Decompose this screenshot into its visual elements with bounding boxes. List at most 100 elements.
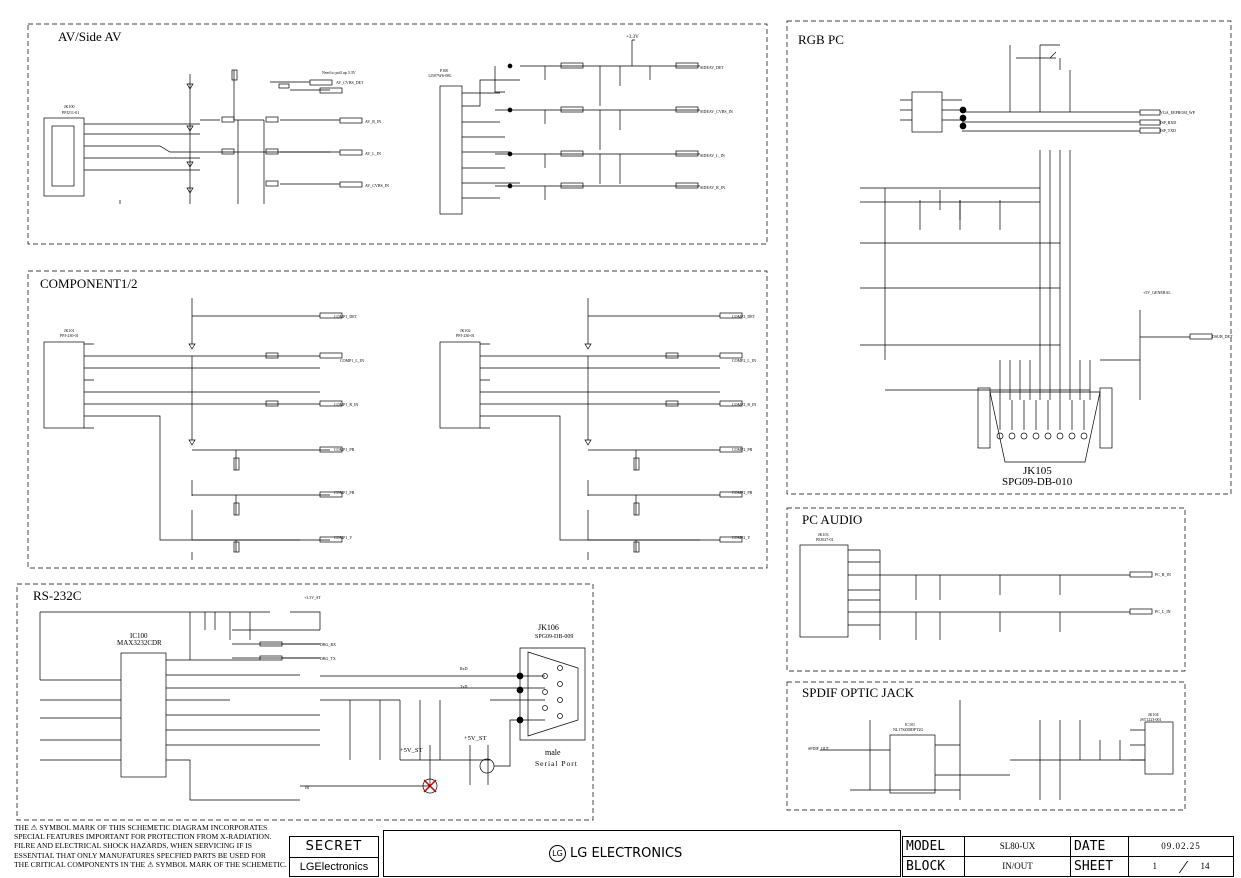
net-spdif-out: SPDIF_OUT (808, 746, 830, 751)
jk103-ref: JK103 (818, 532, 828, 537)
rail-5v-st-a: +5V_ST (400, 747, 422, 754)
jk102-part: PPJ-230-01 (456, 333, 475, 338)
block-label: BLOCK (903, 857, 965, 876)
jk100-jack (43, 117, 85, 197)
jk105-part: SPG09-DB-010 (1002, 476, 1073, 488)
rgb-section-title: RGB PC (798, 32, 844, 47)
p100-connector (439, 85, 463, 215)
net-rxd: RxD (460, 666, 468, 671)
net-comp1-pb: COMP1_PB (334, 490, 355, 495)
net-av-l-in: AV_L_IN (365, 151, 381, 156)
ic100-part: MAX3232CDR (117, 639, 162, 647)
net-comp2-r-in: COMP2_R_IN (732, 402, 756, 407)
net-pc-r-in: PC_R_IN (1155, 572, 1171, 577)
net-sideav-cvbs-in: SIDEAV_CVBS_IN (700, 109, 733, 114)
lg-logo-text: LG ELECTRONICS (570, 846, 683, 861)
net-txd: TxD (460, 684, 467, 689)
net-dsub-det: DSUB_DET (1212, 334, 1233, 339)
net-sideav-r-in: SIDEAV_R_IN (700, 185, 725, 190)
spdif-section-frame (786, 681, 1186, 811)
secret-stamp: SECRET LGElectronics (289, 836, 379, 877)
lg-logo: LG LG ELECTRONICS (549, 845, 682, 863)
warning-line-2: SPECIAL FEATURES IMPORTANT FOR PROTECTIO… (14, 832, 272, 842)
jk104-optic (1144, 721, 1174, 775)
model-label: MODEL (903, 837, 965, 857)
net-isp-rxd: ISP_RXD (1160, 120, 1176, 125)
net-comp2-det: COMP2_DET (732, 314, 756, 319)
jk105-dsub-body (989, 391, 1101, 463)
jk100-part: PPJ211-01 (62, 110, 79, 115)
net-av-r-in: AV_R_IN (365, 119, 381, 124)
rail-3v3-st: +3.3V_ST (304, 595, 321, 600)
jk106-ref: JK106 (538, 623, 559, 632)
jk100-jack-inner (51, 125, 75, 187)
net-comp2-pb: COMP2_PB (732, 490, 753, 495)
ic101-ref: IC101 (905, 722, 915, 727)
jk101-part: PPJ-230-01 (60, 333, 79, 338)
date-value: 09.02.25 (1129, 837, 1233, 857)
ic100-max3232 (120, 652, 167, 778)
net-sideav-l-in: SIDEAV_L_IN (700, 153, 725, 158)
net-comp1-l-in: COMP1_L_IN (340, 358, 364, 363)
net-av-cvbs-det: AV_CVBS_DET (336, 80, 364, 85)
rgb-section-frame (786, 20, 1232, 495)
secret-label: SECRET (290, 837, 378, 858)
net-comp1-pr: COMP1_PR (334, 447, 355, 452)
p100-part: 12507WS-08L (428, 73, 452, 78)
p100-ref: P100 (440, 68, 448, 73)
lg-logo-icon: LG (549, 845, 566, 862)
secret-company: LGElectronics (299, 861, 369, 873)
sheet-total: 14 (1200, 861, 1210, 871)
net-comp2-pr: COMP2_PR (732, 447, 753, 452)
sheet-number: 1 (1152, 861, 1158, 871)
jk106-db9-body (519, 647, 586, 741)
title-block: MODEL SL80-UX DATE 09.02.25 BLOCK IN/OUT… (902, 836, 1234, 877)
warning-line-5: THE CRITICAL COMPONENTS IN THE ⚠ SYMBOL … (14, 859, 287, 869)
rs232-section-frame (16, 583, 594, 821)
net-comp1-r-in: COMP1_R_IN (334, 402, 358, 407)
sheet-label: SHEET (1071, 857, 1129, 876)
rail-3v3: +3.3V (626, 35, 639, 40)
net-sideav-det: SIDEAV_DET (700, 65, 724, 70)
rs232-section-title: RS-232C (33, 588, 81, 603)
jk101-jack (43, 341, 85, 429)
net-av-cvbs-in: AV_CVBS_IN (365, 183, 389, 188)
net-comp1-det: COMP1_DET (334, 314, 358, 319)
jk103-jack (799, 544, 849, 638)
pcaudio-section-title: PC AUDIO (802, 512, 862, 527)
block-value: IN/OUT (965, 857, 1071, 876)
jk104-ref: JK104 (1148, 712, 1158, 717)
rail-5v-st-b: +5V_ST (464, 735, 486, 742)
av-section-title: AV/Side AV (58, 29, 122, 44)
ic100-ref: IC100 (130, 632, 148, 640)
jk101-ref: JK101 (64, 328, 74, 333)
jk104-part: JST1223-001 (1140, 717, 1162, 722)
note-pull-up: Need to pull up 3.3V (322, 70, 356, 75)
ic101-part: NL17SZ08DFT2G (893, 727, 924, 732)
av-section-frame (27, 23, 768, 245)
warning-line-1: THE ⚠ SYMBOL MARK OF THIS SCHEMETIC DIAG… (14, 823, 268, 832)
jk103-part: PEJ027-01 (816, 537, 834, 542)
component-section-title: COMPONENT1/2 (40, 276, 138, 291)
net-comp2-y: COMP2_Y (732, 535, 750, 540)
rail-5v-general: +5V_GENERAL (1143, 290, 1171, 295)
net-isp-txd: ISP_TXD (1160, 128, 1176, 133)
jk100-ref: JK100 (64, 104, 74, 109)
jk102-jack (439, 341, 481, 429)
net-vga-eeprom-wp: VGA_EEPROM_WP (1160, 110, 1196, 115)
jk102-ref: JK102 (460, 328, 470, 333)
jk106-part: SPG09-DB-009 (535, 634, 573, 640)
net-comp1-y: COMP1_Y (334, 535, 352, 540)
jk106-desc: Serial Port (535, 759, 578, 768)
net-pc-l-in: PC_L_IN (1155, 609, 1171, 614)
net-comp2-l-in: COMP2_L_IN (732, 358, 756, 363)
jk105-ref: JK105 (1023, 465, 1052, 477)
sheet-slash (1165, 860, 1189, 873)
rgb-eeprom-ic (911, 91, 943, 133)
net-ir: IR (305, 785, 309, 790)
net-dbg-tx: DBG_TX (320, 656, 336, 661)
jk106-gender: male (545, 748, 561, 757)
pcaudio-section-frame (786, 507, 1186, 672)
model-value: SL80-UX (965, 837, 1071, 857)
